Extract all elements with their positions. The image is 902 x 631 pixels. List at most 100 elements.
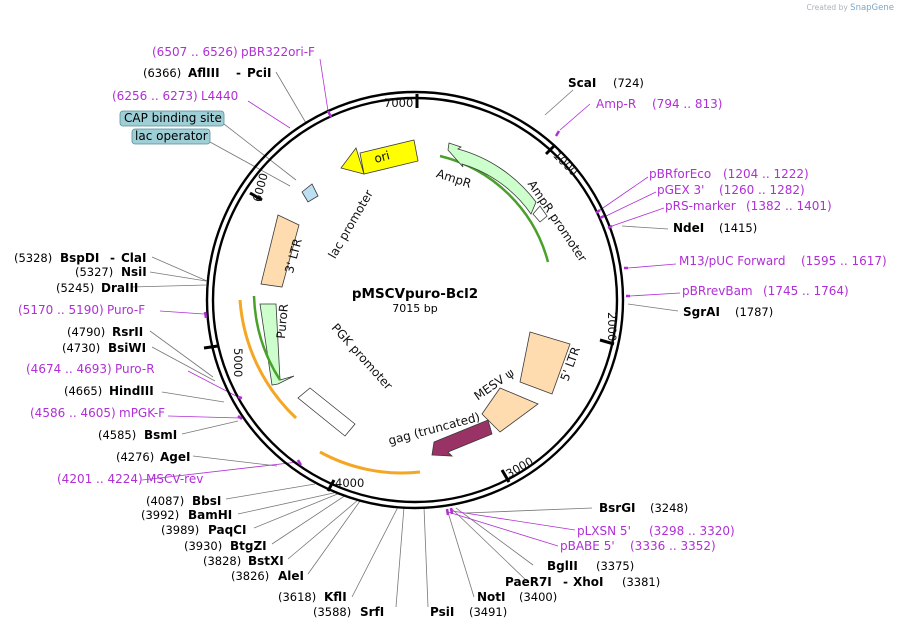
site-name: DraIII bbox=[101, 281, 138, 295]
site-name: RsrII bbox=[112, 325, 143, 339]
site-name: NsiI bbox=[121, 265, 147, 279]
site-pos: (5245) bbox=[56, 281, 94, 295]
tick-label: 4000 bbox=[335, 476, 364, 490]
primer-name: Puro-R bbox=[115, 362, 155, 376]
orange-line-bottom bbox=[319, 450, 421, 475]
site-pos: (4585) bbox=[98, 428, 136, 442]
site-name: AflIII bbox=[188, 66, 220, 80]
site-pos: (6366) bbox=[143, 66, 181, 80]
site-pos: (3930) bbox=[184, 539, 222, 553]
site-name: PsiI bbox=[430, 605, 454, 619]
site-name: BsiWI bbox=[108, 341, 146, 355]
orange-line-left bbox=[238, 299, 298, 420]
site-name: BamHI bbox=[188, 508, 232, 522]
primer-name: pBRforEco bbox=[649, 167, 711, 181]
site-name: PaeR7I bbox=[505, 575, 552, 589]
ltr5-box bbox=[519, 331, 571, 395]
ori-label: ori bbox=[373, 148, 392, 166]
primer-range: (6256 .. 6273) bbox=[112, 89, 198, 103]
site-name: PaqCI bbox=[208, 523, 246, 537]
tick-label: 6000 bbox=[250, 171, 271, 203]
primer-name: Amp-R bbox=[596, 97, 636, 111]
site-pos: (4276) bbox=[116, 450, 154, 464]
site-name: BsrGI bbox=[599, 501, 636, 515]
lac-promoter-label: lac promoter bbox=[325, 187, 376, 261]
site-name: KflI bbox=[324, 590, 347, 604]
site-name: BtgZI bbox=[230, 539, 267, 553]
primer-range: (4201 .. 4224) bbox=[57, 472, 143, 486]
puror-arrow bbox=[259, 303, 295, 386]
tick-label: 1000 bbox=[550, 148, 581, 179]
tick-label: 7000 bbox=[384, 96, 413, 110]
tick-marks bbox=[203, 94, 615, 492]
puror-green-line bbox=[252, 295, 282, 381]
lac-operator-box: lac operator bbox=[131, 128, 211, 145]
primer-name: mPGK-F bbox=[119, 406, 165, 420]
site-pos: (3400) bbox=[519, 590, 557, 604]
snapgene-logo: SnapGene bbox=[850, 3, 894, 13]
svg-text:CAP binding site: CAP binding site bbox=[124, 111, 222, 125]
primer-leader-lines bbox=[141, 58, 681, 547]
gag-arrow bbox=[431, 419, 493, 457]
site-name: BglII bbox=[547, 559, 578, 573]
primer-name: Puro-F bbox=[107, 303, 145, 317]
mesv-box bbox=[481, 387, 539, 433]
tick-label: 3000 bbox=[503, 454, 535, 481]
snapgene-credit: Created by SnapGene bbox=[806, 3, 894, 13]
site-pos: (3618) bbox=[278, 590, 316, 604]
box-leader-lines bbox=[209, 123, 297, 187]
leader-lines bbox=[130, 71, 679, 608]
backbone-inner bbox=[211, 96, 619, 504]
site-pos: (3375) bbox=[596, 559, 634, 573]
site-name: NotI bbox=[477, 590, 506, 604]
primer-range: (4674 .. 4693) bbox=[26, 362, 112, 376]
site-pos: (3248) bbox=[650, 501, 688, 515]
site-pos: (4730) bbox=[62, 341, 100, 355]
site-pos: (3491) bbox=[469, 605, 507, 619]
site-pos: (1787) bbox=[735, 305, 773, 319]
site-name: AleI bbox=[278, 569, 304, 583]
pgk-promoter-label: PGK promoter bbox=[329, 321, 396, 393]
site-pos: (3992) bbox=[141, 508, 179, 522]
site-name: BspDI bbox=[60, 251, 99, 265]
primer-name: pRS-marker bbox=[665, 199, 736, 213]
primer-range: (1595 .. 1617) bbox=[801, 254, 887, 268]
site-pos: (1415) bbox=[719, 221, 757, 235]
site-pos: (3826) bbox=[231, 569, 269, 583]
ori-arrow bbox=[340, 139, 419, 175]
primer-name: pBR322ori-F bbox=[241, 45, 315, 59]
sites-left: (3588) SrfI (3618) KflI (3826) AleI (382… bbox=[14, 66, 384, 619]
primer-name: pLXSN 5' bbox=[577, 524, 631, 538]
site-dash: - bbox=[236, 66, 241, 80]
primer-range: (1204 .. 1222) bbox=[723, 167, 809, 181]
site-pos: (4087) bbox=[146, 494, 184, 508]
site-name: BsmI bbox=[144, 428, 177, 442]
site-name: AgeI bbox=[160, 450, 190, 464]
primer-range: (5170 .. 5190) bbox=[18, 303, 104, 317]
backbone-outer bbox=[205, 90, 625, 510]
svg-text:lac operator: lac operator bbox=[135, 129, 208, 143]
primer-range: (3336 .. 3352) bbox=[630, 539, 716, 553]
site-name: ClaI bbox=[121, 251, 146, 265]
ampr-promoter-label: AmpR promoter bbox=[525, 178, 590, 265]
primer-name: pBABE 5' bbox=[560, 539, 615, 553]
site-dash: - bbox=[563, 575, 568, 589]
ampr-label: AmpR bbox=[435, 166, 473, 190]
plasmid-length: 7015 bp bbox=[392, 302, 437, 315]
site-pos: (4665) bbox=[64, 384, 102, 398]
site-name: XhoI bbox=[573, 575, 604, 589]
site-pos: (3381) bbox=[622, 575, 660, 589]
primer-range: (794 .. 813) bbox=[652, 97, 722, 111]
site-name: HindIII bbox=[109, 384, 154, 398]
site-name: BstXI bbox=[248, 554, 284, 568]
cap-binding-site-box: CAP binding site bbox=[119, 110, 225, 127]
site-dash: - bbox=[110, 251, 115, 265]
primer-labels: (6507 .. 6526) pBR322ori-F (6256 .. 6273… bbox=[18, 45, 887, 553]
primer-name: M13/pUC Forward bbox=[679, 254, 786, 268]
plasmid-name: pMSCVpuro-Bcl2 bbox=[352, 286, 478, 302]
primer-range: (3298 .. 3320) bbox=[649, 524, 735, 538]
site-name: ScaI bbox=[568, 76, 596, 90]
pgk-promoter-arrow bbox=[297, 387, 356, 437]
